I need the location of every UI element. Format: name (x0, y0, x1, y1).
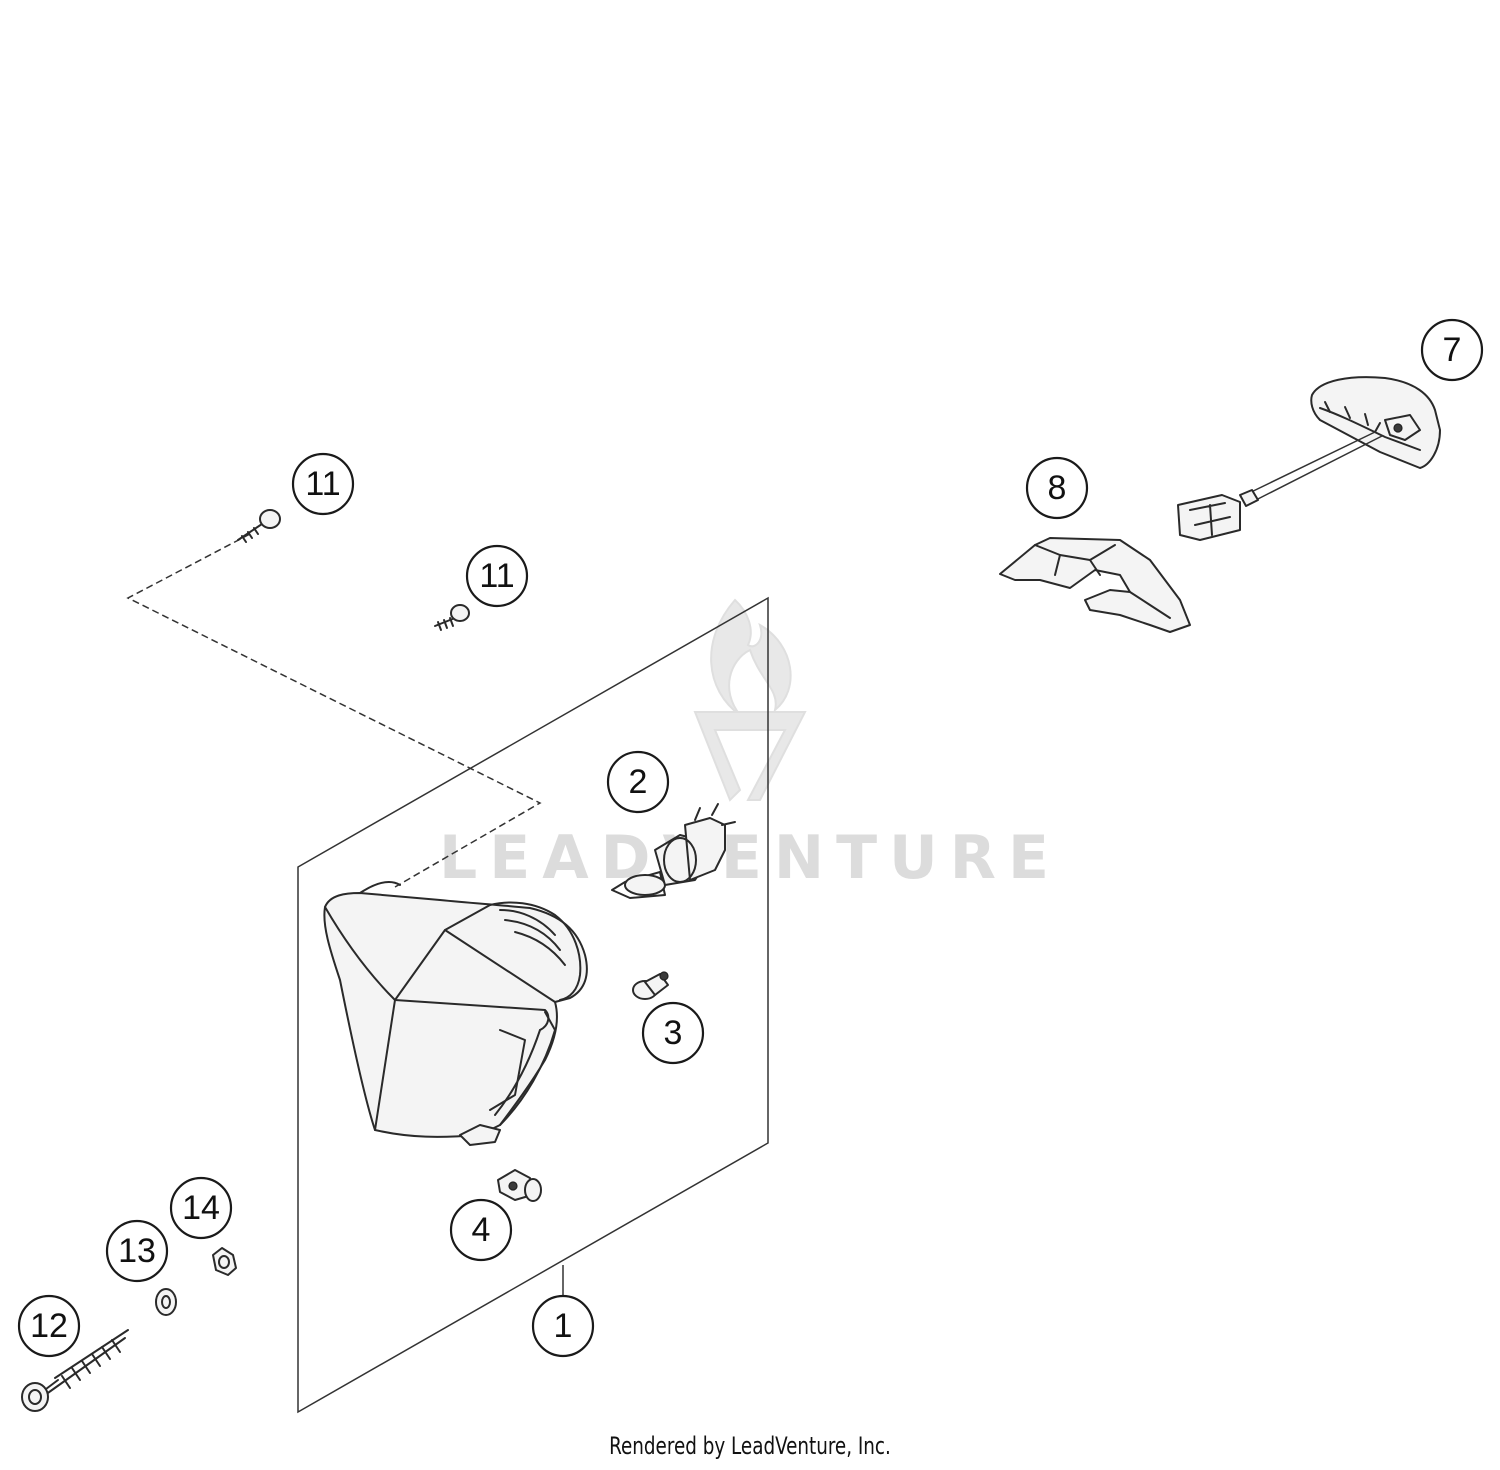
watermark-logo: LEADVENTURE (439, 598, 1061, 893)
washer-13 (155, 1288, 177, 1316)
kit-outline (297, 596, 769, 1414)
svg-text:1: 1 (554, 1307, 573, 1345)
callout-11-upper[interactable]: 11 (291, 452, 355, 516)
svg-text:11: 11 (305, 465, 340, 503)
callout-7[interactable]: 7 (1420, 318, 1484, 382)
turn-signal-7 (1177, 376, 1441, 541)
nut-14 (212, 1247, 237, 1276)
h4-bulb (611, 803, 736, 899)
parking-bulb (632, 971, 669, 1000)
svg-text:3: 3 (664, 1014, 683, 1052)
svg-text:4: 4 (472, 1211, 491, 1249)
headlight-housing (323, 880, 588, 1146)
callout-3[interactable]: 3 (641, 1001, 705, 1065)
svg-text:13: 13 (118, 1232, 156, 1270)
bulb-socket (497, 1169, 542, 1202)
bracket-8 (999, 537, 1191, 633)
watermark-text: LEADVENTURE (439, 823, 1061, 893)
callout-14[interactable]: 14 (169, 1176, 233, 1240)
svg-text:14: 14 (182, 1189, 220, 1227)
callout-4[interactable]: 4 (449, 1198, 513, 1262)
bolt-12 (21, 1329, 129, 1412)
screw-11-upper (237, 509, 281, 543)
callout-13[interactable]: 13 (105, 1219, 169, 1283)
render-credit: Rendered by LeadVenture, Inc. (609, 1432, 891, 1460)
callout-1[interactable]: 1 (531, 1294, 595, 1358)
screw-reference-line (126, 533, 542, 888)
screw-11-middle (434, 604, 470, 631)
svg-text:7: 7 (1443, 331, 1462, 369)
svg-text:8: 8 (1048, 469, 1067, 507)
callout-11-middle[interactable]: 11 (465, 544, 529, 608)
svg-text:2: 2 (629, 763, 648, 801)
svg-text:12: 12 (30, 1307, 68, 1345)
callout-2[interactable]: 2 (606, 750, 670, 814)
callout-8[interactable]: 8 (1025, 456, 1089, 520)
callout-12[interactable]: 12 (17, 1294, 81, 1358)
svg-text:11: 11 (479, 557, 514, 595)
